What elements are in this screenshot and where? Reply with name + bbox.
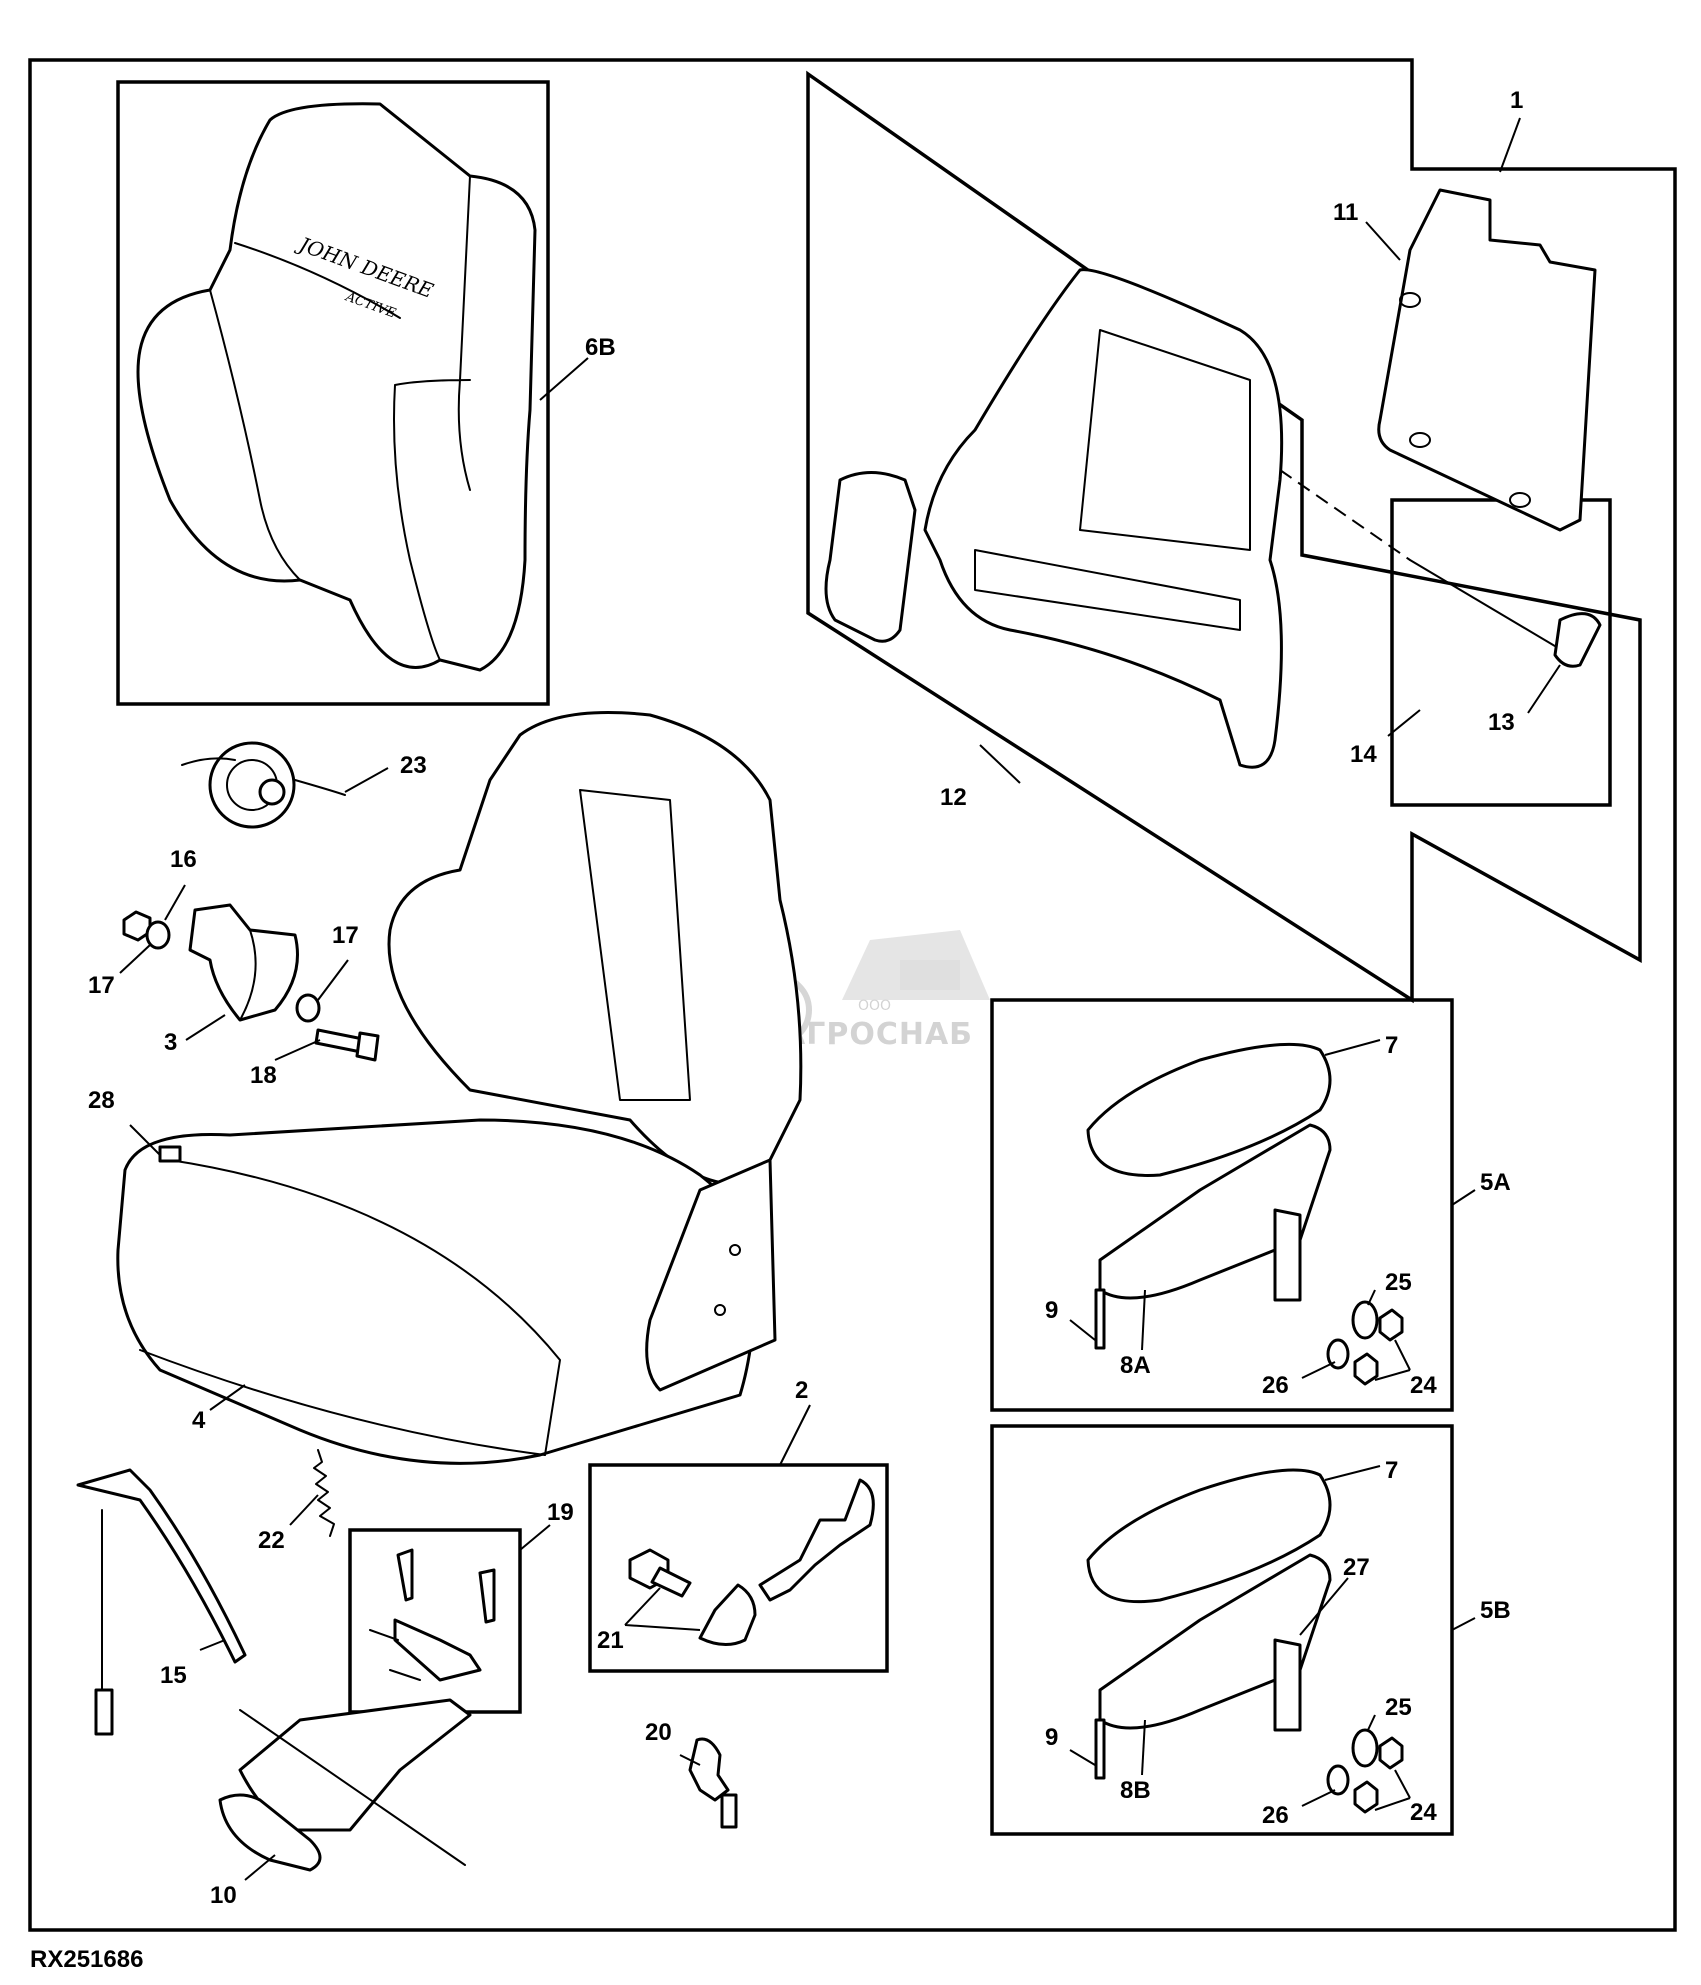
- armrest-5a: [1086, 1042, 1332, 1302]
- callout-8a: 8A: [1120, 1352, 1151, 1379]
- callout-25-5a: 25: [1385, 1269, 1412, 1296]
- seat-backrest: [387, 711, 803, 1186]
- nut-24-5b-lower: [1353, 1780, 1379, 1814]
- leader-lines: [119, 117, 1561, 1881]
- switch-3: [188, 903, 299, 1022]
- callout-20: 20: [645, 1719, 672, 1746]
- spring-mechanism-23: [181, 741, 346, 829]
- watermark-prefix: ООО: [858, 998, 891, 1014]
- watermark: ООО АГРОСНАБ: [738, 930, 990, 1052]
- callout-labels: 1 11 6B 12 13 14 23 16 17 17 3 18 28 4 2…: [88, 87, 1523, 1909]
- callout-12: 12: [940, 784, 967, 811]
- bolt-21: [628, 1548, 692, 1598]
- callout-10: 10: [210, 1882, 237, 1909]
- callout-26-5b: 26: [1262, 1802, 1289, 1829]
- callout-26-5a: 26: [1262, 1372, 1289, 1399]
- callout-28: 28: [88, 1087, 115, 1114]
- nut-24-5b-upper: [1378, 1736, 1404, 1770]
- washer-25-5a: [1351, 1300, 1379, 1340]
- washer-26-5b: [1326, 1764, 1350, 1796]
- washer-25-5b: [1351, 1728, 1379, 1768]
- callout-17-left: 17: [88, 972, 115, 999]
- seat-side-bracket: [645, 1158, 777, 1392]
- callout-2: 2: [795, 1377, 808, 1404]
- callout-18: 18: [250, 1062, 277, 1089]
- callout-24-5a: 24: [1410, 1372, 1437, 1399]
- callout-1: 1: [1510, 87, 1523, 114]
- headrest-bracket: [824, 471, 917, 643]
- callout-22: 22: [258, 1527, 285, 1554]
- callout-6b: 6B: [585, 334, 616, 361]
- callout-9-5a: 9: [1045, 1297, 1058, 1324]
- callout-7-5b: 7: [1385, 1457, 1398, 1484]
- callout-21: 21: [597, 1627, 624, 1654]
- wing-nut-20: [688, 1737, 738, 1829]
- callout-15: 15: [160, 1662, 187, 1689]
- screw-9-5b: [1094, 1718, 1106, 1780]
- slide-rail-10: [218, 1698, 472, 1872]
- callout-19: 19: [547, 1499, 574, 1526]
- callout-25-5b: 25: [1385, 1694, 1412, 1721]
- watermark-brand: АГРОСНАБ: [782, 1017, 973, 1052]
- diagram-frame: [28, 58, 1677, 1932]
- callout-4: 4: [192, 1407, 206, 1434]
- armrest-5b: [1086, 1468, 1332, 1732]
- box-12: [806, 70, 1642, 1004]
- backrest-frame-12: [923, 268, 1284, 769]
- washer-26-5a: [1326, 1338, 1350, 1370]
- harness-15: [76, 1468, 247, 1736]
- callout-3: 3: [164, 1029, 177, 1056]
- nut-24-5a-lower: [1353, 1352, 1379, 1386]
- seat-pin-28: [158, 1145, 182, 1163]
- callout-13: 13: [1488, 709, 1515, 736]
- figure-id: RX251686: [30, 1946, 143, 1973]
- callout-11: 11: [1333, 199, 1358, 226]
- back-panel-11: [1377, 188, 1597, 532]
- knob-21: [698, 1583, 757, 1646]
- bolt-18: [314, 1028, 380, 1062]
- spring-22: [313, 1449, 335, 1537]
- callout-14: 14: [1350, 741, 1377, 768]
- backrest-cover-6b: JOHN DEERE ACTIVE: [136, 102, 537, 672]
- callout-8b: 8B: [1120, 1777, 1151, 1804]
- callout-27: 27: [1343, 1554, 1370, 1581]
- box-19: [348, 1528, 522, 1714]
- callout-5b: 5B: [1480, 1597, 1511, 1624]
- lever-2: [758, 1478, 875, 1602]
- washer-17-left: [145, 920, 171, 950]
- callout-16: 16: [170, 846, 197, 873]
- pivot-shaft-13: [1279, 469, 1602, 668]
- nut-24-5a-upper: [1378, 1308, 1404, 1342]
- screw-9-5a: [1094, 1288, 1106, 1350]
- callout-7-5a: 7: [1385, 1032, 1398, 1059]
- callout-24-5b: 24: [1410, 1799, 1437, 1826]
- callout-9-5b: 9: [1045, 1724, 1058, 1751]
- callout-23: 23: [400, 752, 427, 779]
- callout-17-right: 17: [332, 922, 359, 949]
- box-2: [588, 1463, 889, 1673]
- washer-17-right: [295, 993, 321, 1023]
- callout-5a: 5A: [1480, 1169, 1511, 1196]
